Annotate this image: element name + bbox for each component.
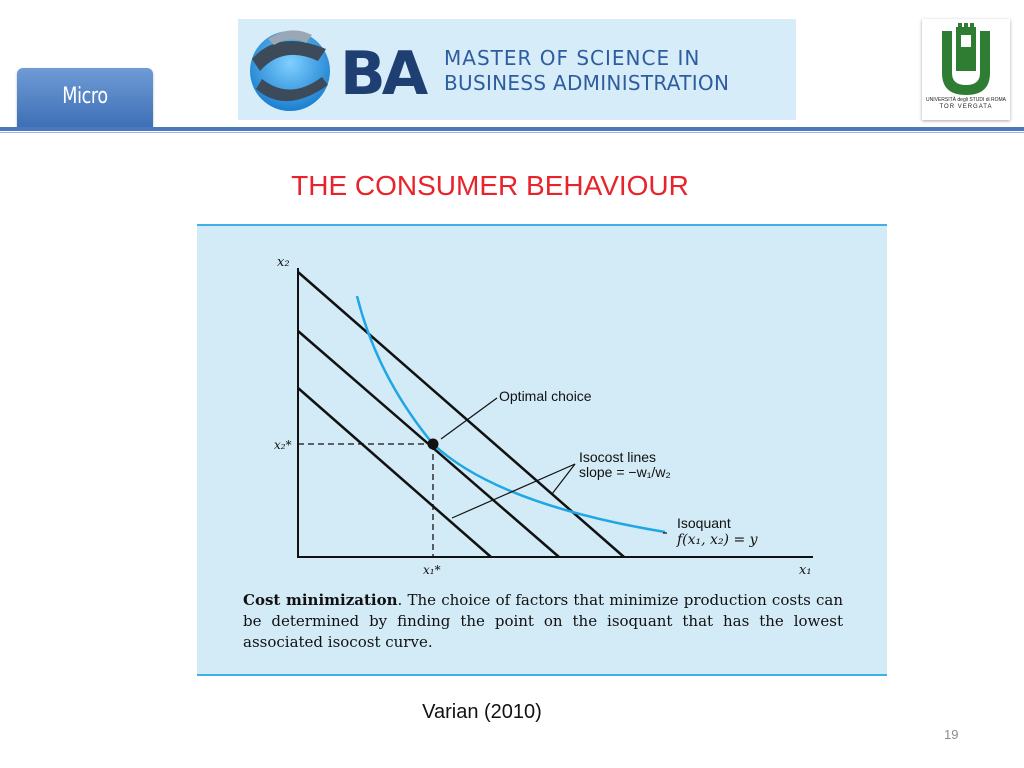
isocost-pointer-1 — [551, 463, 576, 495]
university-logo: UNIVERSITÀ degli STUDI di ROMA TOR VERGA… — [922, 19, 1010, 120]
caption-heading: Cost minimization — [243, 591, 398, 609]
y-axis-label: x₂ — [277, 255, 290, 270]
x-axis-label: x₁ — [799, 563, 812, 578]
header-rule-shadow — [0, 132, 1024, 133]
globe-logo-icon — [250, 30, 330, 111]
isoquant-curve — [355, 295, 666, 534]
optimal-choice-label: Optimal choice — [499, 388, 592, 404]
cost-minimization-figure: x₂ x₁ x₁* x₂* Optimal choice Isocost lin… — [197, 224, 887, 676]
isocost-line-high — [297, 271, 625, 558]
header-rule — [0, 127, 1024, 131]
banner-logo-text: BA — [340, 39, 428, 109]
section-tab-micro[interactable]: Micro — [17, 68, 153, 128]
isocost-pointer-2 — [451, 463, 576, 519]
isocost-isoquant-diagram: x₂ x₁ x₁* x₂* Optimal choice Isocost lin… — [274, 255, 813, 578]
slide-title: THE CONSUMER BEHAVIOUR — [291, 170, 689, 201]
x1-star-tick: x₁* — [423, 563, 441, 577]
isoquant-function-label: f(x₁, x₂) = y — [676, 532, 759, 548]
tower-u-logo-icon — [942, 23, 990, 95]
optimal-pointer — [440, 397, 498, 440]
university-name: UNIVERSITÀ degli STUDI di ROMA — [925, 97, 1007, 103]
isocost-slope-label: slope = −w₁/w₂ — [579, 464, 671, 480]
x2-star-tick: x₂* — [274, 438, 292, 452]
banner-line2: BUSINESS ADMINISTRATION — [444, 71, 730, 95]
isocost-label: Isocost lines — [579, 449, 656, 465]
banner-line1: MASTER OF SCIENCE IN — [444, 46, 701, 70]
page-number: 19 — [944, 727, 959, 742]
caption-text: . The choice of factors that minimize pr… — [243, 591, 844, 651]
isoquant-label: Isoquant — [677, 515, 731, 531]
university-subname: TOR VERGATA — [939, 104, 993, 110]
mba-banner-logo: BA MASTER OF SCIENCE IN BUSINESS ADMINIS… — [238, 19, 796, 120]
figure-caption: Cost minimization. The choice of factors… — [243, 590, 843, 653]
section-tab-label: Micro — [62, 84, 108, 109]
optimal-point — [427, 438, 439, 450]
source-citation: Varian (2010) — [422, 701, 542, 723]
isocost-line-low — [297, 387, 492, 558]
